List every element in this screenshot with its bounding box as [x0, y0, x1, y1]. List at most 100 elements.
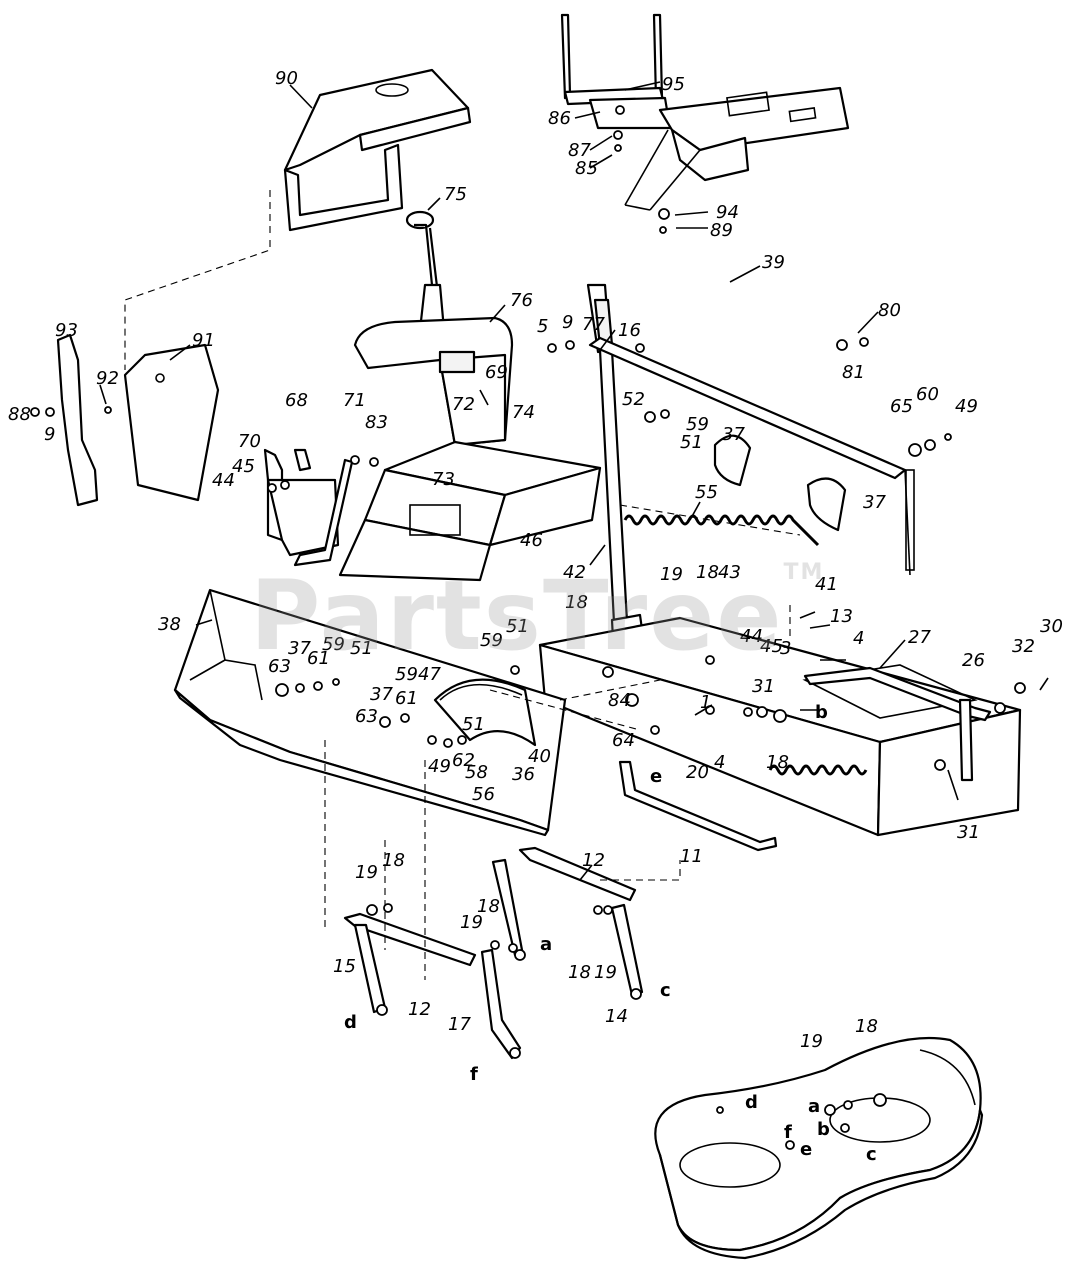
callout-label: 43 [718, 562, 741, 583]
callout-label: 70 [238, 431, 261, 452]
callout-label: 49 [428, 756, 451, 777]
callout-label: 49 [955, 396, 978, 417]
callout-label: 72 [452, 394, 475, 415]
part-55-spring [623, 514, 820, 547]
ref-letter: f [470, 1064, 478, 1085]
callout-label: 9 [562, 312, 573, 333]
callout-label: 59 [395, 664, 418, 685]
callout-label: 85 [575, 158, 598, 179]
callout-label: 12 [582, 850, 605, 871]
callout-label: 27 [908, 627, 931, 648]
callout-label: 91 [192, 330, 215, 351]
part-11-rod [618, 760, 778, 852]
part-38-front-panel [173, 588, 567, 837]
part-86-seat-bracket [560, 13, 850, 211]
callout-label: 4 [853, 628, 864, 649]
part-40-sector-plate [433, 678, 537, 747]
callout-label: 18 [477, 896, 500, 917]
callout-label: 31 [752, 676, 775, 697]
callout-label: 51 [462, 714, 485, 735]
callout-label: 37 [370, 684, 393, 705]
callout-label: 19 [594, 962, 617, 983]
callout-label: 16 [618, 320, 641, 341]
callout-label: 44 [212, 470, 235, 491]
callout-label: 83 [365, 412, 388, 433]
callout-label: 41 [815, 574, 838, 595]
trademark-mark: TM [783, 560, 825, 585]
callout-label: 15 [333, 956, 356, 977]
callout-label: 51 [350, 638, 373, 659]
callout-label: 18 [565, 592, 588, 613]
callout-label: 38 [158, 614, 181, 635]
part-39-rod [588, 336, 915, 576]
callout-label: 37 [722, 424, 745, 445]
callout-label: 12 [408, 999, 431, 1020]
ref-letter: c [660, 980, 671, 1001]
callout-label: 86 [548, 108, 571, 129]
callout-label: 44 [740, 626, 763, 647]
callout-label: 18 [382, 850, 405, 871]
callout-label: 37 [288, 638, 311, 659]
part-75-shift-lever [405, 210, 446, 332]
callout-label: 19 [460, 912, 483, 933]
part-91-side-panel [56, 333, 220, 507]
callout-label: 60 [916, 384, 939, 405]
callout-label: 13 [830, 606, 853, 627]
ref-letter: b [815, 702, 828, 723]
part-17-link [480, 948, 522, 1060]
callout-label: 80 [878, 300, 901, 321]
part-12-link-left [343, 912, 477, 967]
callout-label: 92 [96, 368, 119, 389]
mower-deck [654, 1036, 984, 1260]
callout-label: 17 [448, 1014, 471, 1035]
callout-label: 59 [480, 630, 503, 651]
ref-letter: e [800, 1139, 812, 1160]
callout-label: 19 [660, 564, 683, 585]
callout-label: 75 [444, 184, 467, 205]
callout-label: 88 [8, 404, 31, 425]
callout-label: 69 [485, 362, 508, 383]
part-spring-lower [768, 764, 868, 776]
callout-label: 1 [700, 692, 711, 713]
callout-label: 51 [680, 432, 703, 453]
callout-label: 56 [472, 784, 495, 805]
callout-label: 19 [355, 862, 378, 883]
callout-label: 31 [957, 822, 980, 843]
callout-label: 63 [268, 656, 291, 677]
callout-label: 4 [714, 752, 725, 773]
callout-label: 94 [716, 202, 739, 223]
callout-label: 32 [1012, 636, 1035, 657]
callout-label: 51 [506, 616, 529, 637]
part-37-bracket-right [806, 477, 847, 532]
ref-letter: c [866, 1144, 877, 1165]
callout-label: 55 [695, 482, 718, 503]
callout-label: 84 [608, 690, 631, 711]
callout-label: 37 [863, 492, 886, 513]
callout-label: 45 [760, 636, 783, 657]
ref-letter: d [344, 1012, 357, 1033]
callout-label: 40 [528, 746, 551, 767]
callout-label: 90 [275, 68, 298, 89]
ref-letter: a [808, 1096, 820, 1117]
callout-label: 30 [1040, 616, 1063, 637]
part-12-link-upper [518, 846, 637, 902]
callout-label: 77 [582, 314, 605, 335]
callout-label: 5 [537, 316, 548, 337]
part-37-bracket-top [713, 434, 752, 487]
callout-label: 59 [322, 634, 345, 655]
callout-labels: 90 95 86 87 85 94 89 75 76 77 5 9 16 80 … [8, 68, 1063, 1052]
callout-label: 95 [662, 74, 685, 95]
callout-label: 3 [780, 638, 791, 659]
part-70-dash-bracket [263, 448, 354, 567]
callout-label: 89 [710, 220, 733, 241]
callout-label: 45 [232, 456, 255, 477]
callout-label: 19 [800, 1031, 823, 1052]
part-76-console [353, 316, 514, 447]
callout-label: 18 [696, 562, 719, 583]
callout-label: 64 [612, 730, 635, 751]
callout-label: 42 [563, 562, 586, 583]
callout-label: 47 [418, 664, 441, 685]
callout-label: 73 [432, 469, 455, 490]
callout-label: 26 [962, 650, 985, 671]
